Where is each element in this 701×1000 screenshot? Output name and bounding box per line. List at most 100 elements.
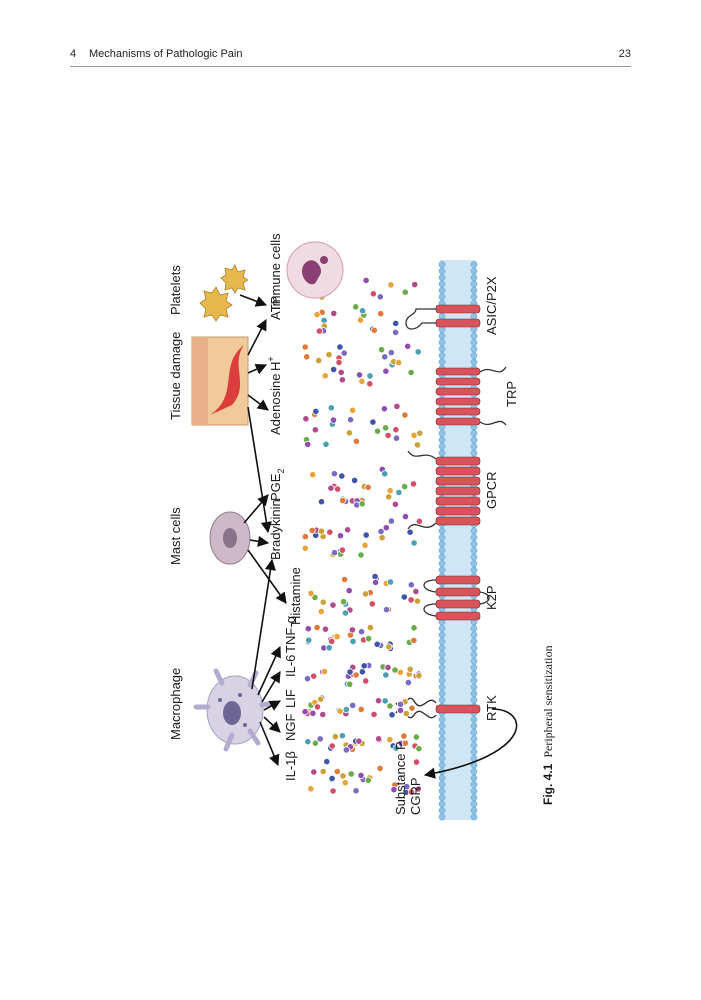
mediator-particle [326, 528, 334, 536]
mediator-particle [304, 625, 312, 633]
lipid-head [438, 547, 446, 554]
lipid-head [438, 443, 446, 450]
mediator-particle [400, 483, 409, 491]
lipid-head [438, 807, 446, 814]
mediator-particle [311, 426, 319, 434]
mediator-particle [414, 785, 422, 793]
lipid-head [470, 339, 478, 346]
mediator-particle [336, 532, 345, 540]
mediator-particle [312, 407, 320, 416]
mediator-particle [342, 705, 350, 714]
mediator-particle [347, 770, 355, 778]
lipid-head [470, 651, 478, 658]
lipid-head [438, 339, 446, 346]
lipid-head [438, 755, 446, 762]
lipid-head [438, 313, 446, 320]
mediator-particle [381, 353, 389, 361]
mast-cell-icon [209, 511, 251, 565]
mediator-particle [357, 705, 365, 713]
mediator-particle [411, 280, 419, 289]
mediator-particle [360, 662, 368, 670]
label-asic: ASIC/P2X [484, 276, 499, 335]
page-number: 23 [618, 48, 631, 60]
mediator-particle [403, 782, 411, 791]
mediator-particle [392, 426, 400, 434]
lipid-head [470, 722, 478, 730]
mediator-particle [385, 493, 393, 501]
lipid-head [438, 631, 446, 639]
lipid-head [470, 293, 478, 301]
mediator-particle [392, 744, 400, 752]
lipid-head [438, 683, 446, 691]
lipid-head [470, 787, 478, 795]
lipid-head [470, 553, 478, 561]
mediator-particle [355, 737, 363, 745]
label-cgrp: CGRP [408, 777, 423, 815]
mediator-particle [382, 424, 390, 432]
mediator-particle [358, 500, 366, 508]
mediator-particle [329, 787, 337, 795]
mediator-particle [330, 365, 338, 374]
mediator-particle [301, 533, 309, 541]
mediator-particle [387, 281, 395, 289]
mediator-particle [340, 349, 348, 357]
label-atp: ATP [268, 296, 283, 320]
label-tissue-damage: Tissue damage [168, 332, 183, 420]
mediator-particle [359, 307, 367, 315]
receptor-asic [405, 304, 481, 330]
mediator-particle [346, 668, 354, 676]
mediator-particle [412, 758, 421, 766]
lipid-head [438, 774, 446, 782]
mediator-particle [407, 596, 415, 604]
mediator-particle [338, 546, 346, 554]
lipid-head [470, 547, 478, 554]
arrows [239, 294, 518, 779]
mediator-particle [352, 787, 360, 795]
cell-membrane [438, 260, 478, 821]
mediator-particle [381, 470, 389, 478]
lipid-head [438, 540, 446, 548]
label-trp: TRP [504, 381, 519, 407]
lipid-head [438, 261, 446, 268]
arrow-macrophage-ngf [263, 716, 281, 733]
label-mast-cells: Mast cells [168, 507, 183, 565]
mediator-particle [349, 637, 357, 645]
receptor-k2p [423, 575, 490, 621]
mediator-particle [328, 774, 336, 783]
mediator-particle [317, 695, 325, 703]
mediator-particle [365, 635, 373, 643]
mediator-particle [304, 738, 312, 746]
lipid-head [470, 774, 478, 782]
chapter-title: Mechanisms of Pathologic Pain [89, 48, 243, 60]
lipid-head [470, 781, 478, 788]
mediator-particle [310, 672, 318, 680]
mediator-particle [341, 575, 349, 584]
mediator-particle [319, 710, 327, 719]
mediator-particle [370, 710, 378, 718]
lipid-head [438, 761, 446, 769]
mediator-particle [338, 472, 346, 480]
mediator-particle [400, 732, 408, 740]
lipid-head [470, 352, 478, 359]
mediator-particle [344, 526, 352, 534]
lipid-head [470, 534, 478, 541]
mediator-particle [386, 578, 395, 586]
mediator-particle [302, 415, 310, 423]
label-adenosine: Adenosine [268, 374, 283, 435]
figure: RTK K2P GPCR TRP ASIC/P2X Macrophage Mas… [140, 225, 560, 835]
mediator-particle [381, 697, 389, 705]
receptor-gpcr [407, 450, 481, 530]
lipid-head [438, 293, 446, 301]
mediator-particle [328, 637, 336, 645]
mediator-particle [345, 429, 353, 437]
label-rtk: RTK [484, 695, 499, 721]
mediator-particle [345, 587, 353, 595]
lipid-head [470, 566, 478, 574]
mediator-particle [401, 288, 409, 296]
tissue-damage-icon [191, 336, 249, 426]
mediator-particle [368, 600, 376, 608]
lipid-head [438, 813, 446, 821]
macrophage-icon [193, 668, 277, 752]
mediator-particle [377, 310, 385, 318]
mediator-particle [304, 440, 312, 449]
